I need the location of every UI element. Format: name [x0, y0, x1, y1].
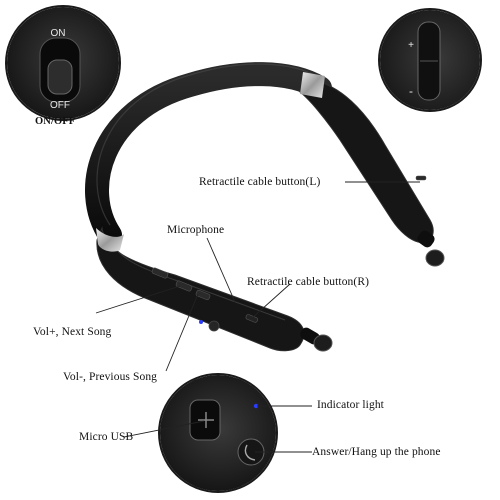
callout-indicator-light: Indicator light	[317, 399, 384, 411]
left-earpiece-housing	[96, 226, 333, 352]
callout-vol-up-next-song: Vol+, Next Song	[33, 326, 112, 338]
on-off-caption: ON/OFF	[35, 116, 76, 127]
callout-vol-down-previous-song: Vol-, Previous Song	[63, 371, 158, 383]
power-switch-zoom: ON OFF	[5, 5, 121, 121]
leader-lines	[95, 181, 420, 453]
bottom-detail-zoom	[158, 373, 278, 493]
indicator-light-dot	[253, 403, 259, 409]
volume-rocker-zoom: + -	[378, 8, 482, 112]
power-off-label: OFF	[50, 100, 70, 111]
indicator-led	[199, 320, 203, 324]
neckband	[85, 62, 332, 247]
power-on-label: ON	[51, 28, 66, 39]
callout-retractile-cable-right: Retractile cable button(R)	[247, 276, 370, 288]
callout-microphone: Microphone	[167, 224, 225, 236]
callout-retractile-cable-left: Retractile cable button(L)	[199, 176, 321, 188]
callout-micro-usb: Micro USB	[79, 431, 134, 443]
volume-minus-label: -	[409, 84, 413, 98]
callout-answer-hang-up: Answer/Hang up the phone	[312, 446, 441, 458]
volume-plus-label: +	[408, 40, 414, 51]
right-earpiece-housing	[299, 72, 445, 267]
